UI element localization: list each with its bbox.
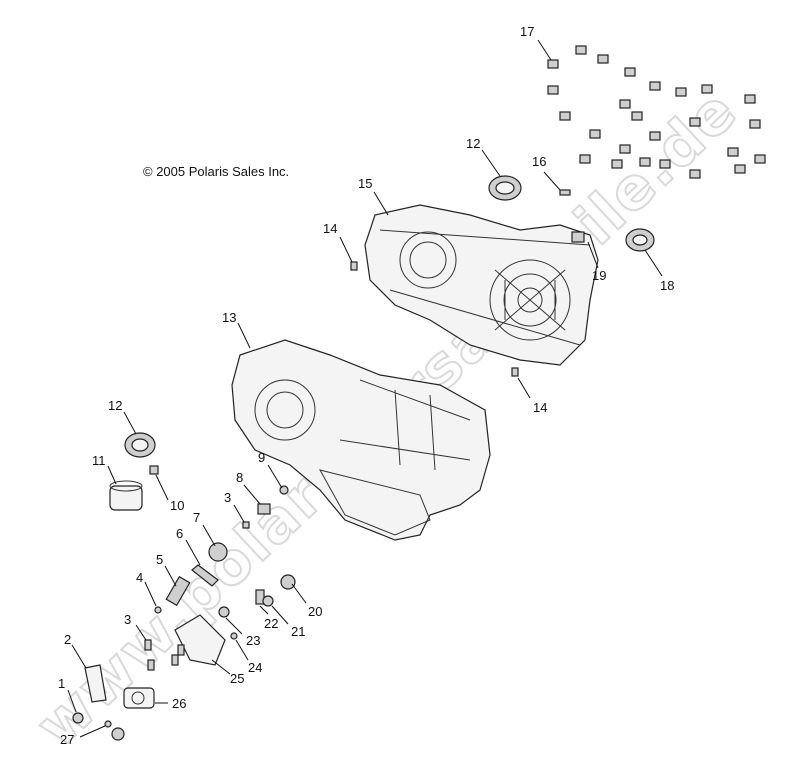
callout-18: 18: [660, 278, 674, 293]
callout-23: 23: [246, 633, 260, 648]
callout-1: 1: [58, 676, 65, 691]
bolt-set: [547, 45, 766, 179]
crankcase-upper-half: [364, 204, 599, 366]
callout-12-lower: 12: [108, 398, 122, 413]
callout-3-lower: 3: [124, 612, 131, 627]
callout-13: 13: [222, 310, 236, 325]
callout-6: 6: [176, 526, 183, 541]
callout-10: 10: [170, 498, 184, 513]
callout-27: 27: [60, 732, 74, 747]
callout-24: 24: [248, 660, 262, 675]
callout-11: 11: [92, 453, 106, 468]
callout-14-upper: 14: [323, 221, 337, 236]
callout-7: 7: [193, 510, 200, 525]
callout-19: 19: [592, 268, 606, 283]
callout-21: 21: [291, 624, 305, 639]
callout-22: 22: [264, 616, 278, 631]
callout-20: 20: [308, 604, 322, 619]
callout-3-upper: 3: [224, 490, 231, 505]
callout-26: 26: [172, 696, 186, 711]
callout-16: 16: [532, 154, 546, 169]
callout-25: 25: [230, 671, 244, 686]
seal-right: [625, 228, 655, 252]
copyright-notice: © 2005 Polaris Sales Inc.: [143, 164, 290, 179]
callout-labels: 17 12 16 15 14 19 18 13 14 12 11 10 9 8 …: [58, 24, 674, 747]
callout-9: 9: [258, 450, 265, 465]
callout-2: 2: [64, 632, 71, 647]
crankcase-lower-half: [231, 339, 491, 541]
callout-15: 15: [358, 176, 372, 191]
callout-17: 17: [520, 24, 534, 39]
seal-left: [124, 432, 156, 458]
seal-upper: [488, 175, 522, 201]
callout-4: 4: [136, 570, 143, 585]
callout-12-upper: 12: [466, 136, 480, 151]
callout-8: 8: [236, 470, 243, 485]
bushing-11: [109, 480, 143, 511]
callout-5: 5: [156, 552, 163, 567]
callout-14-lower: 14: [533, 400, 547, 415]
small-parts: [72, 189, 585, 741]
